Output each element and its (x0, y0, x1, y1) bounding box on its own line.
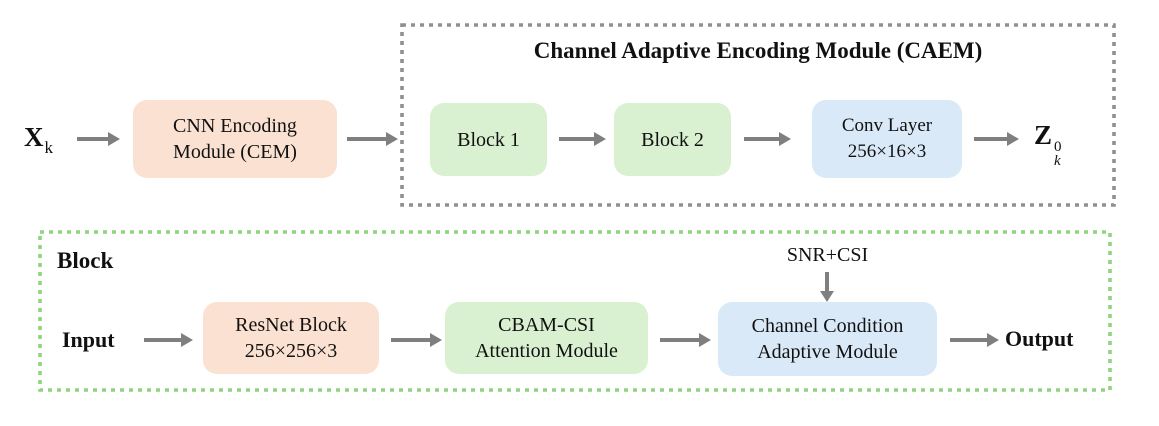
conv-layer-line1: Conv Layer (841, 115, 933, 136)
output-symbol-base: Z (1034, 120, 1053, 150)
block1-box: Block 1 (430, 103, 547, 176)
arrow-right-icon (950, 338, 988, 342)
resnet-block-line2: 256×256×3 (244, 340, 338, 362)
input-symbol-xk: Xk (24, 122, 53, 158)
resnet-block-box: ResNet Block 256×256×3 (203, 302, 379, 374)
input-symbol-subscript: k (44, 138, 54, 157)
block-input-label: Input (62, 327, 115, 352)
cem-box-line2: Module (CEM) (173, 141, 297, 163)
cbam-csi-line1: CBAM-CSI (498, 314, 595, 336)
caem-title: Channel Adaptive Encoding Module (CAEM) (533, 38, 983, 63)
conv-layer-line2: 256×16×3 (847, 141, 927, 162)
block1-label: Block 1 (457, 128, 520, 151)
block-output-label: Output (1005, 326, 1074, 351)
arrow-right-icon (974, 137, 1008, 141)
arrow-right-icon (391, 338, 431, 342)
cbam-csi-line2: Attention Module (475, 340, 618, 362)
input-symbol-base: X (24, 122, 44, 152)
arrow-right-icon (77, 137, 109, 141)
resnet-block-line1: ResNet Block (235, 314, 347, 336)
arrow-right-icon (660, 338, 700, 342)
arrow-down-icon (825, 272, 829, 292)
output-symbol-superscript: 0 (1054, 139, 1062, 155)
cbam-csi-box: CBAM-CSI Attention Module (445, 302, 648, 374)
ccam-line2: Adaptive Module (757, 341, 898, 363)
snr-csi-label: SNR+CSI (786, 244, 869, 266)
cem-box: CNN Encoding Module (CEM) (133, 100, 337, 178)
ccam-box: Channel Condition Adaptive Module (718, 302, 937, 376)
arrow-right-icon (347, 137, 387, 141)
output-symbol-subscript: k (1054, 153, 1061, 169)
ccam-line1: Channel Condition (751, 315, 904, 337)
block2-label: Block 2 (641, 128, 704, 151)
cem-box-line1: CNN Encoding (173, 115, 297, 137)
block2-box: Block 2 (614, 103, 731, 176)
arrow-right-icon (744, 137, 780, 141)
block-container-title: Block (57, 248, 114, 273)
arrow-right-icon (144, 338, 182, 342)
arrow-right-icon (559, 137, 595, 141)
conv-layer-box: Conv Layer 256×16×3 (812, 100, 962, 178)
